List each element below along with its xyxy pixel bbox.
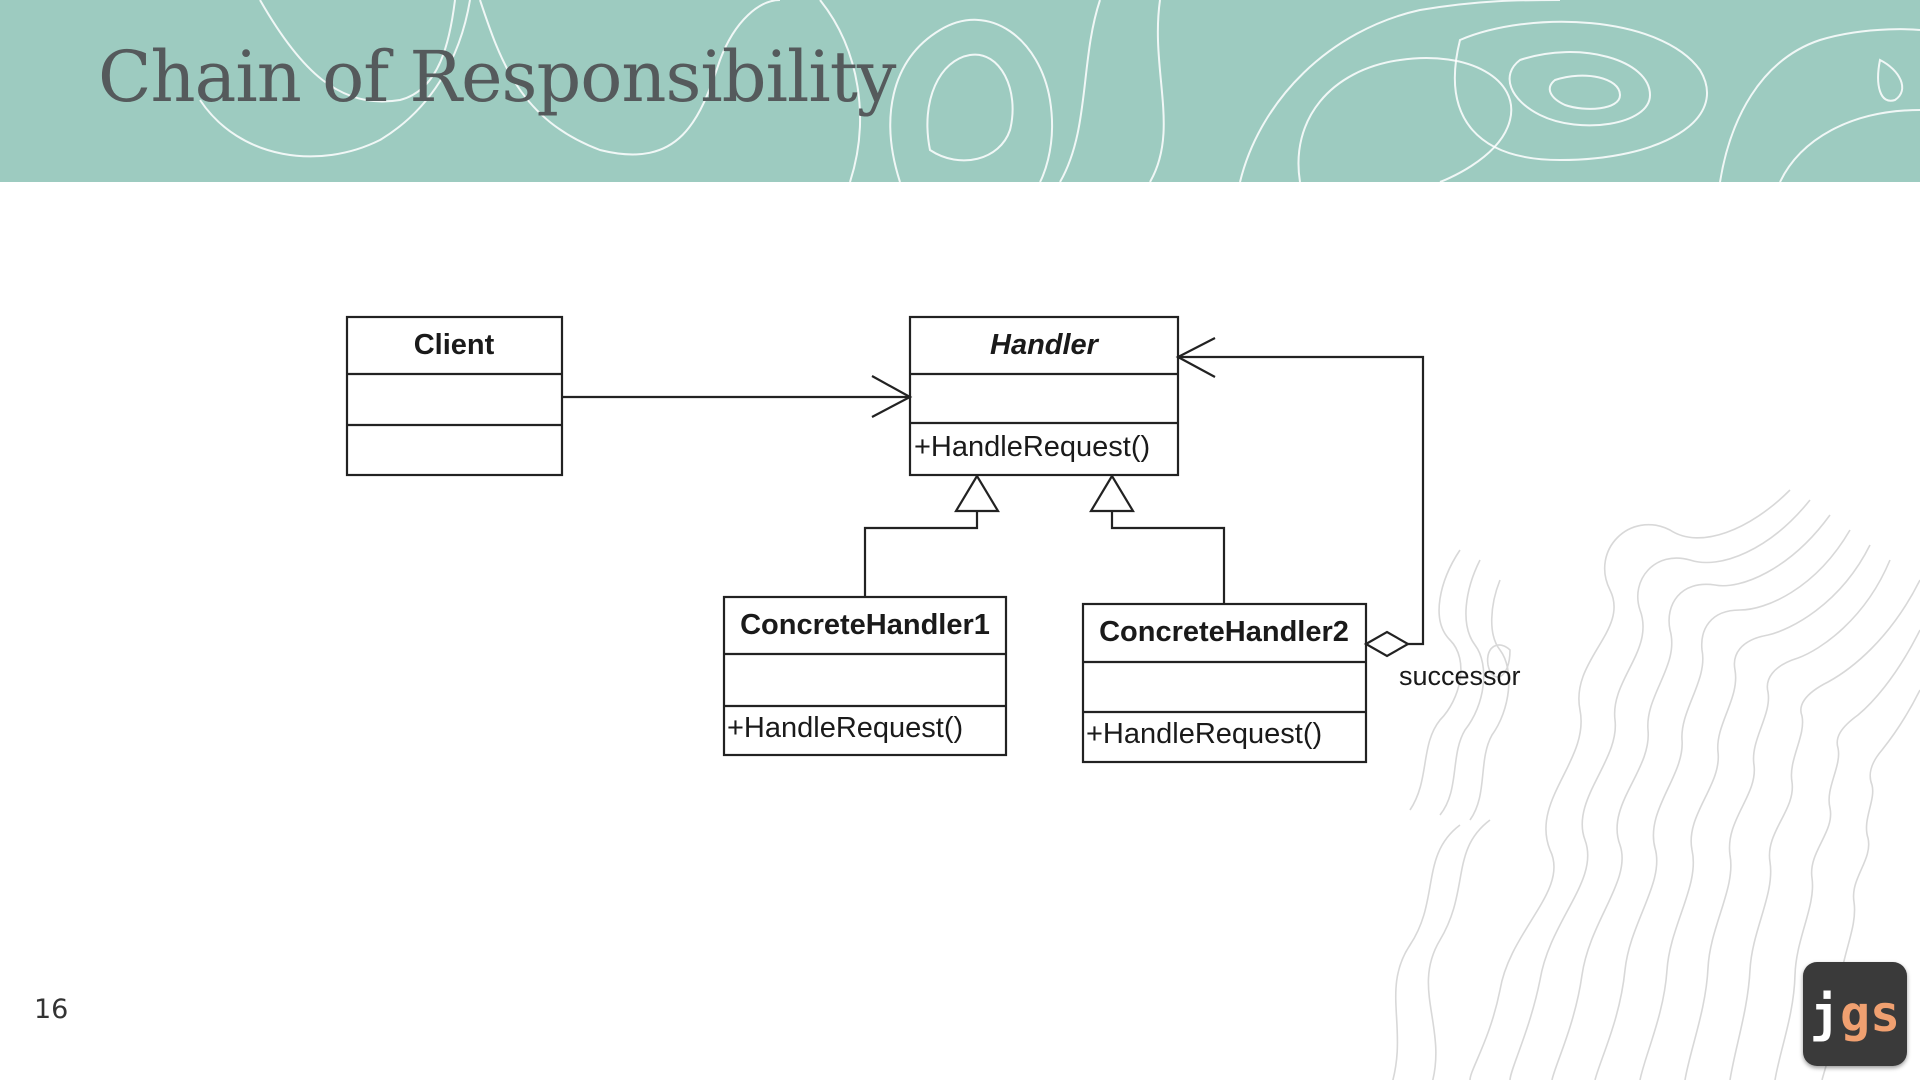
logo-letter-j: j: [1809, 985, 1840, 1043]
successor-label: successor: [1399, 661, 1521, 691]
concrete-handler2-operation: +HandleRequest(): [1086, 718, 1322, 750]
handler-class-box: [908, 315, 1180, 477]
corner-topographic-pattern: [1391, 489, 1920, 1080]
topographic-pattern: [199, 0, 1920, 182]
concrete-handler1-operation: +HandleRequest(): [727, 712, 963, 744]
association-arrowhead: [871, 375, 913, 418]
successor-arrowhead: [1175, 337, 1216, 378]
generalization-line-1: [863, 511, 979, 597]
handler-class-name: Handler: [990, 329, 1100, 361]
generalization-line-2: [1110, 511, 1226, 604]
client-class-box: [345, 315, 564, 477]
handler-operation: +HandleRequest(): [914, 431, 1150, 463]
aggregation-diamond: [1363, 630, 1411, 658]
successor-line: [1178, 355, 1425, 646]
generalization-triangle-2: [1089, 473, 1135, 513]
generalization-triangle-1: [954, 473, 1000, 513]
concrete-handler1-class-box: [722, 595, 1008, 757]
page-title: Chain of Responsibility: [98, 36, 896, 118]
logo-letters-gs: gs: [1839, 985, 1901, 1043]
concrete-handler2-class-box: [1081, 602, 1368, 764]
page-number: 16: [34, 994, 69, 1025]
client-class-name: Client: [414, 329, 495, 361]
concrete-handler1-class-name: ConcreteHandler1: [740, 609, 990, 641]
concrete-handler2-class-name: ConcreteHandler2: [1099, 616, 1349, 648]
header-banner: Chain of Responsibility: [0, 0, 1920, 182]
